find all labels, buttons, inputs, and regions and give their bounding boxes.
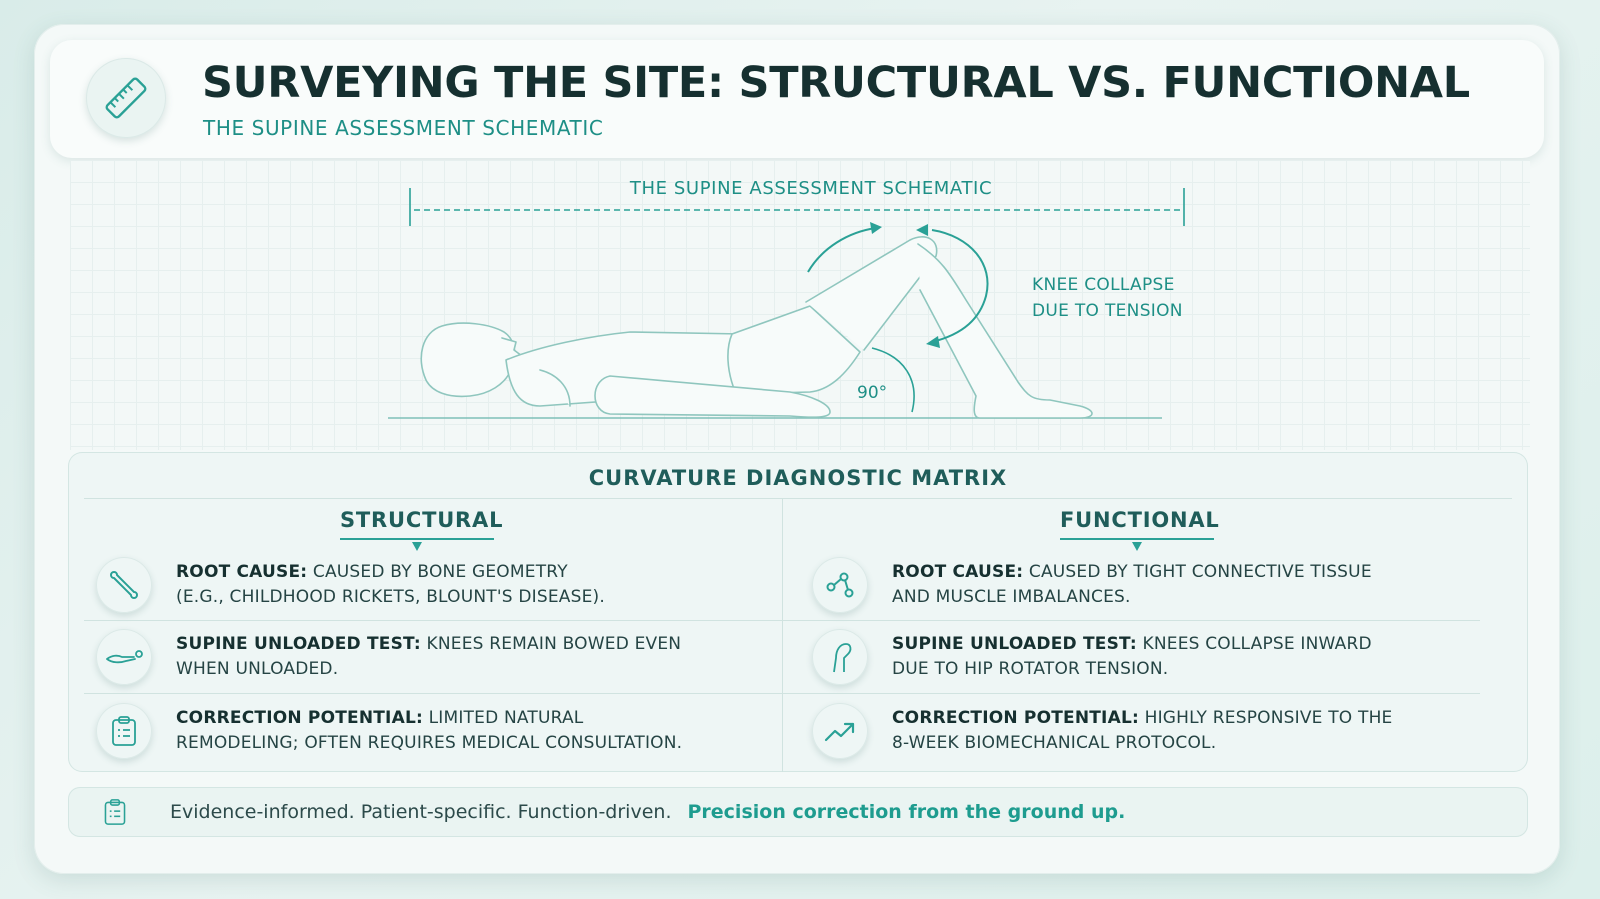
functional-underline [1060, 538, 1214, 540]
row-divider [84, 620, 782, 621]
row-text-line2: REMODELING; OFTEN REQUIRES MEDICAL CONSU… [176, 733, 683, 753]
structural-heading: STRUCTURAL [340, 508, 502, 551]
arrow-down-icon [1132, 542, 1142, 551]
header: SURVEYING THE SITE: STRUCTURAL VS. FUNCT… [50, 40, 1544, 158]
row-text-line1: KNEES REMAIN BOWED EVEN [426, 634, 682, 654]
bone-icon [96, 557, 152, 613]
page-title: SURVEYING THE SITE: STRUCTURAL VS. FUNCT… [202, 58, 1470, 108]
functional-row-supine-test: SUPINE UNLOADED TEST: KNEES COLLAPSE INW… [812, 622, 1372, 692]
schematic-title: THE SUPINE ASSESSMENT SCHEMATIC [629, 178, 993, 199]
structural-row-correction: CORRECTION POTENTIAL: LIMITED NATURAL RE… [96, 696, 682, 766]
supine-schematic: THE SUPINE ASSESSMENT SCHEMATIC KNEE COL… [70, 160, 1530, 450]
row-text-line1: CAUSED BY TIGHT CONNECTIVE TISSUE [1028, 562, 1372, 582]
matrix-title: CURVATURE DIAGNOSTIC MATRIX [588, 466, 1008, 490]
structural-root-cause-text: ROOT CAUSE: CAUSED BY BONE GEOMETRY (E.G… [176, 560, 605, 610]
row-text-line1: LIMITED NATURAL [428, 708, 584, 728]
row-text-line2: WHEN UNLOADED. [176, 659, 339, 679]
structural-correction-text: CORRECTION POTENTIAL: LIMITED NATURAL RE… [176, 706, 682, 756]
matrix-divider [84, 498, 1512, 499]
structural-row-root-cause: ROOT CAUSE: CAUSED BY BONE GEOMETRY (E.G… [96, 550, 605, 620]
row-text-line2: (E.G., CHILDHOOD RICKETS, BLOUNT'S DISEA… [176, 587, 605, 607]
functional-supine-test-text: SUPINE UNLOADED TEST: KNEES COLLAPSE INW… [892, 632, 1372, 682]
row-label: ROOT CAUSE: [176, 562, 308, 582]
row-divider [782, 693, 1480, 694]
row-label: SUPINE UNLOADED TEST: [892, 634, 1137, 654]
row-text-line2: DUE TO HIP ROTATOR TENSION. [892, 659, 1169, 679]
structural-heading-label: STRUCTURAL [340, 508, 504, 532]
structural-underline [340, 538, 494, 540]
functional-row-correction: CORRECTION POTENTIAL: HIGHLY RESPONSIVE … [812, 696, 1393, 766]
ruler-icon [86, 58, 166, 138]
page-subtitle: THE SUPINE ASSESSMENT SCHEMATIC [203, 116, 604, 140]
footer-accent-tagline: Precision correction from the ground up. [687, 801, 1126, 823]
functional-root-cause-text: ROOT CAUSE: CAUSED BY TIGHT CONNECTIVE T… [892, 560, 1372, 610]
knee-annotation: KNEE COLLAPSE DUE TO TENSION [1032, 272, 1232, 324]
row-label: CORRECTION POTENTIAL: [176, 708, 423, 728]
row-text-line2: 8-WEEK BIOMECHANICAL PROTOCOL. [892, 733, 1217, 753]
structural-supine-test-text: SUPINE UNLOADED TEST: KNEES REMAIN BOWED… [176, 632, 681, 682]
row-label: SUPINE UNLOADED TEST: [176, 634, 421, 654]
row-text-line2: AND MUSCLE IMBALANCES. [892, 587, 1131, 607]
row-text-line1: HIGHLY RESPONSIVE TO THE [1144, 708, 1393, 728]
functional-row-root-cause: ROOT CAUSE: CAUSED BY TIGHT CONNECTIVE T… [812, 550, 1372, 620]
supine-body-icon [96, 629, 152, 685]
row-divider [782, 620, 1480, 621]
column-divider [782, 498, 783, 772]
footer-tagline: Evidence-informed. Patient-specific. Fun… [170, 801, 672, 823]
row-label: CORRECTION POTENTIAL: [892, 708, 1139, 728]
functional-heading-label: FUNCTIONAL [1060, 508, 1220, 532]
row-text-line1: CAUSED BY BONE GEOMETRY [312, 562, 568, 582]
row-label: ROOT CAUSE: [892, 562, 1024, 582]
structural-row-supine-test: SUPINE UNLOADED TEST: KNEES REMAIN BOWED… [96, 622, 681, 692]
connective-tissue-icon [812, 557, 868, 613]
footer-bar: Evidence-informed. Patient-specific. Fun… [68, 787, 1528, 837]
clipboard-icon [96, 703, 152, 759]
knee-annotation-line1: KNEE COLLAPSE [1032, 275, 1175, 295]
clipboard-icon [98, 795, 132, 829]
curvature-diagnostic-matrix: CURVATURE DIAGNOSTIC MATRIX STRUCTURAL F… [68, 452, 1528, 772]
knee-icon [812, 629, 868, 685]
trend-up-icon [812, 703, 868, 759]
row-text-line1: KNEES COLLAPSE INWARD [1142, 634, 1372, 654]
row-divider [84, 693, 782, 694]
knee-annotation-line2: DUE TO TENSION [1032, 301, 1183, 321]
functional-correction-text: CORRECTION POTENTIAL: HIGHLY RESPONSIVE … [892, 706, 1393, 756]
arrow-down-icon [412, 542, 422, 551]
supine-figure-illustration [388, 188, 1185, 419]
angle-label: 90° [857, 383, 888, 403]
functional-heading: FUNCTIONAL [1060, 508, 1219, 551]
